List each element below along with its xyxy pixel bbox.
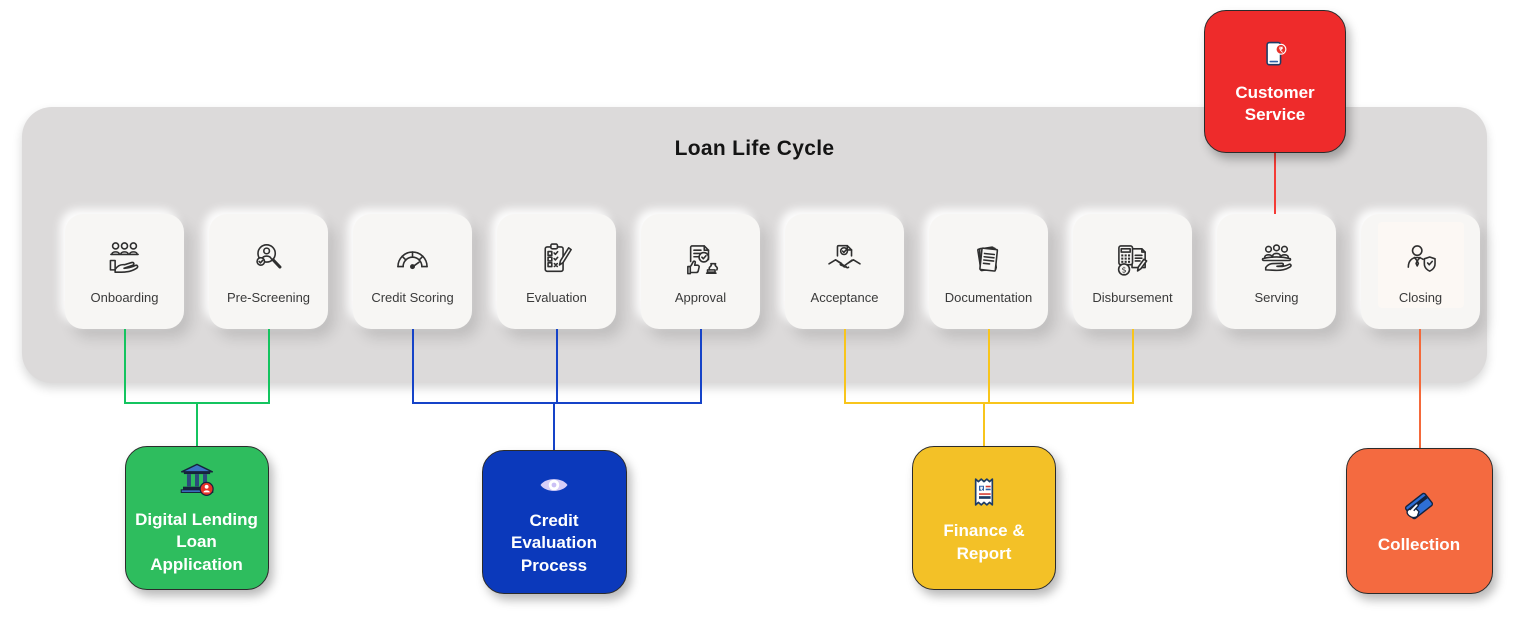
blue-connector-approval [699,329,702,403]
closing-card-watermark [1378,222,1464,308]
approved-document-stamp-icon [687,245,719,275]
stage-card-credit-scoring: Credit Scoring [353,214,472,329]
stage-label: Approval [674,290,727,305]
stage-label: Onboarding [90,290,159,305]
receipt-icon [974,478,994,506]
orange-connector-closing [1418,329,1421,449]
handshake-document-icon [828,244,861,269]
credit-evaluation-box: Credit Evaluation Process [481,450,627,594]
stage-label: Evaluation [526,290,587,305]
stage-label: Credit Scoring [371,290,454,305]
green-connector-drop [195,402,198,447]
stage-card-closing: Closing [1361,214,1480,329]
yellow-connector-disbursement [1131,329,1134,403]
collection-box: Collection [1345,448,1493,594]
red-connector-customer-service [1274,152,1276,214]
calculator-money-document-icon: $ [1117,245,1148,276]
svg-text:$: $ [1122,265,1127,274]
panel-title: Loan Life Cycle [674,137,835,160]
papers-stack-icon [977,246,999,272]
stage-label: Disbursement [1092,290,1173,305]
group-label: Digital Lending Loan Application [135,509,258,574]
group-label: Finance & Report [943,521,1025,563]
team-in-hand-icon [109,242,139,274]
stage-label: Acceptance [810,290,879,305]
stage-card-acceptance: Acceptance [785,214,904,329]
yellow-connector-acceptance [843,329,846,403]
stage-card-disbursement: $ Disbursement [1073,214,1192,329]
blue-connector-evaluation [555,329,558,403]
gauge-icon [397,251,428,270]
magnifier-person-icon [256,244,282,269]
checklist-pencil-icon [544,243,572,273]
loan-lifecycle-panel: Loan Life Cycle Onboarding [22,107,1487,383]
group-label: Customer Service [1235,82,1315,124]
phone-rupee-icon [1266,41,1287,66]
stage-card-serving: Serving [1217,214,1336,329]
stage-card-pre-screening: Pre-Screening [209,214,328,329]
people-on-hand-icon [1261,244,1292,272]
blue-connector-credit-scoring [411,329,414,403]
finance-report-box: Finance & Report [912,446,1056,590]
yellow-connector-drop [983,402,985,447]
card-hand-icon [1404,493,1434,520]
eye-icon [540,478,568,491]
stage-label: Pre-Screening [226,290,311,305]
digital-lending-box: Digital Lending Loan Application [124,446,269,590]
green-connector-pre-screening [267,329,270,403]
blue-connector-drop [553,402,555,451]
green-connector-onboarding [123,329,126,403]
customer-service-box: Customer Service [1204,10,1346,153]
stage-label: Closing [1398,290,1443,305]
stage-label: Documentation [944,290,1033,305]
person-shield-icon [1407,245,1436,272]
stage-card-onboarding: Onboarding [65,214,184,329]
yellow-connector-documentation [987,329,990,403]
stage-card-evaluation: Evaluation [497,214,616,329]
group-label: Collection [1377,535,1461,555]
blue-connector-horizontal [411,402,702,404]
yellow-connector-horizontal [843,402,1134,404]
stage-label: Serving [1254,290,1299,305]
stage-card-approval: Approval [641,214,760,329]
group-label: Credit Evaluation Process [511,510,597,575]
stage-card-documentation: Documentation [929,214,1048,329]
stage-cards-row: Onboarding Pre-Screening [65,214,1480,329]
bank-user-icon [180,463,214,496]
